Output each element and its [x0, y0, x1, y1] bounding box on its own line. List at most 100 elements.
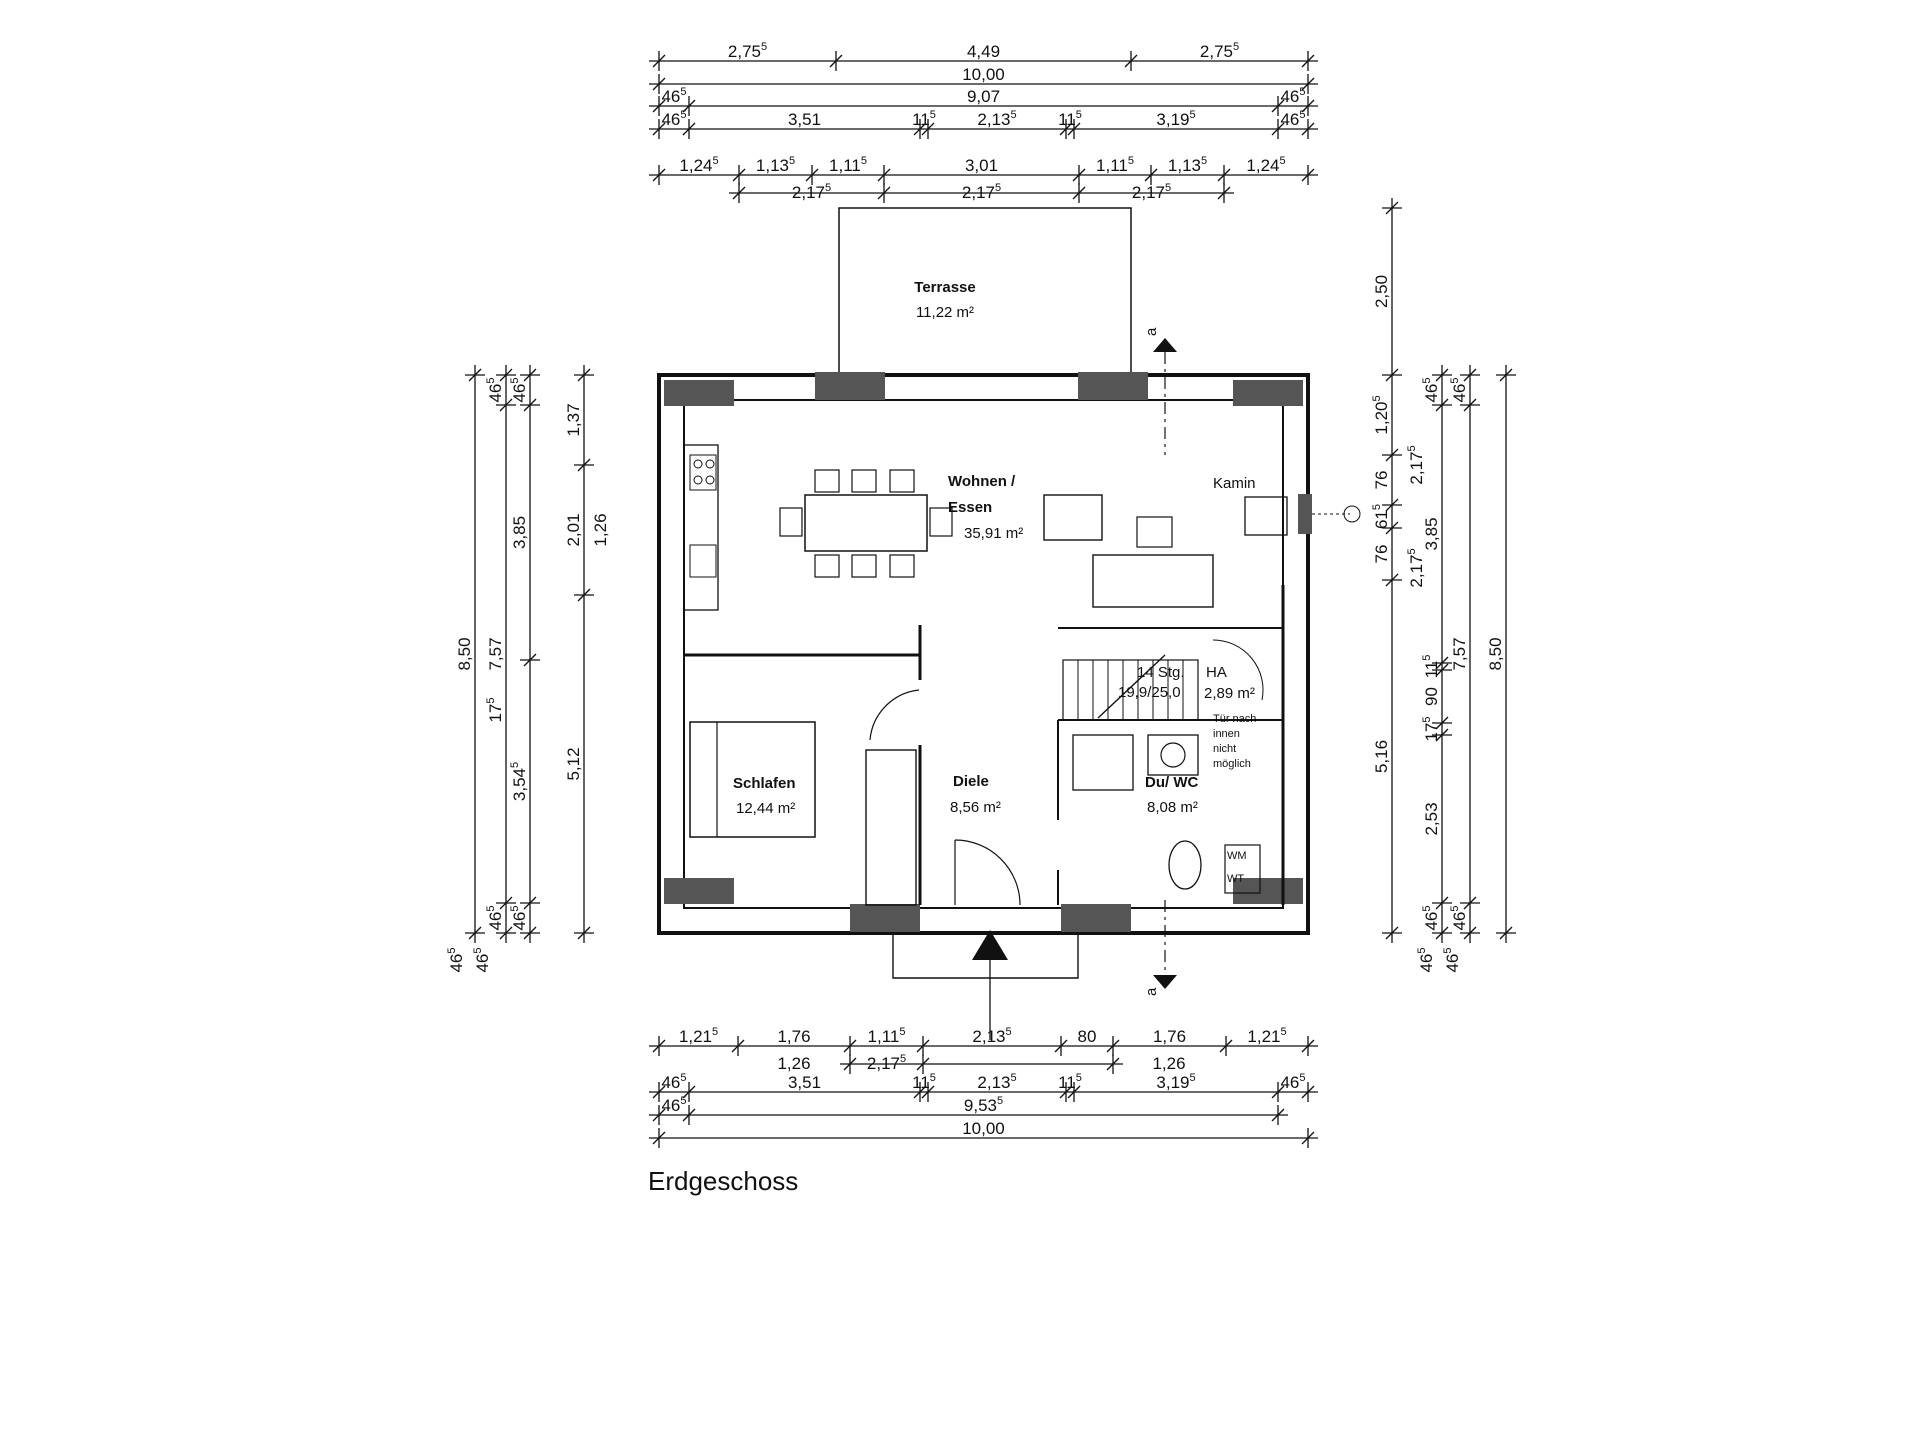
door-note-1: Tür nach — [1213, 713, 1256, 725]
dimension-tick-slash — [499, 368, 513, 382]
dimension-label: 115 — [1421, 655, 1441, 679]
dimension-tick-slash — [843, 1039, 857, 1053]
door-note-3: nicht — [1213, 743, 1236, 755]
dimension-label: 2,175 — [1406, 548, 1426, 587]
room-name-schlafen: Schlafen — [733, 775, 796, 792]
dimension-tick-slash — [1435, 716, 1449, 730]
dimension-tick-slash — [921, 1085, 935, 1099]
dimension-tick-slash — [843, 1057, 857, 1071]
burner — [705, 475, 715, 485]
dimension-tick-slash — [1217, 186, 1231, 200]
dimension-tick-slash — [1301, 1039, 1315, 1053]
dimension-tick-slash — [877, 186, 891, 200]
dimension-tick-slash — [523, 926, 537, 940]
outer-wall — [657, 373, 1310, 935]
dimension-lines — [465, 51, 1516, 1148]
burner — [705, 459, 715, 469]
dimension-label: 465 — [1280, 86, 1305, 106]
dimension-label: 76 — [1372, 471, 1391, 490]
dimension-label: 1,135 — [756, 155, 795, 175]
kitchen-counter — [683, 444, 719, 611]
dimension-tick-slash — [1385, 926, 1399, 940]
dining-chair — [889, 469, 915, 493]
room-area-terrasse: 11,22 m² — [916, 304, 974, 321]
dimension-label: 1,215 — [1247, 1026, 1286, 1046]
dimension-label: 1,115 — [868, 1026, 906, 1046]
dimension-tick-slash — [499, 398, 513, 412]
dimension-tick-slash — [652, 77, 666, 91]
floor-title: Erdgeschoss — [648, 1166, 798, 1196]
dimension-tick-slash — [682, 122, 696, 136]
dimension-label: 115 — [912, 1072, 936, 1092]
dimension-label: 2,175 — [1406, 445, 1426, 484]
room-name-wohnen-1: Wohnen / — [948, 473, 1016, 490]
dimension-tick-slash — [468, 926, 482, 940]
dimension-label: 465 — [661, 1072, 686, 1092]
dimension-label: 2,135 — [977, 109, 1016, 129]
dimension-tick-slash — [577, 588, 591, 602]
dimension-label: 2,175 — [867, 1053, 906, 1073]
dimension-tick-slash — [1463, 368, 1477, 382]
toilet — [1168, 840, 1202, 890]
dimension-label: 2,50 — [1372, 275, 1391, 308]
dimension-tick-slash — [652, 1085, 666, 1099]
entrance-arrow-icon — [972, 930, 1008, 960]
dimension-tick-slash — [1499, 926, 1513, 940]
dimension-label: 1,115 — [1096, 155, 1134, 175]
wt-label: WT — [1227, 873, 1244, 885]
dimension-tick-slash — [1435, 896, 1449, 910]
dimension-tick-slash — [731, 1039, 745, 1053]
section-mark-bottom: a — [1143, 987, 1160, 996]
dimension-label: 10,00 — [962, 65, 1005, 84]
dimension-tick-slash — [1271, 1108, 1285, 1122]
stair-flight — [1062, 659, 1199, 721]
dimension-tick-slash — [1385, 448, 1399, 462]
dimension-label: 7,57 — [1450, 637, 1469, 670]
dimension-label: 615 — [1371, 504, 1391, 529]
dimension-label: 5,12 — [564, 747, 583, 780]
dining-chair — [814, 469, 840, 493]
dimension-tick-slash — [1271, 1085, 1285, 1099]
section-arrow-bottom-icon — [1153, 975, 1177, 989]
corner-block — [664, 380, 734, 406]
dimension-tick-slash — [877, 168, 891, 182]
dimension-label: 7,57 — [486, 637, 505, 670]
burner — [693, 459, 703, 469]
dimension-label: 465 — [1280, 109, 1305, 129]
dimension-tick-slash — [1301, 1131, 1315, 1145]
dimension-tick-slash — [1499, 368, 1513, 382]
dimension-label: 8,50 — [455, 637, 474, 670]
terrace-outline — [838, 207, 1132, 375]
dimension-tick-slash — [1435, 656, 1449, 670]
door-entry — [954, 839, 1021, 906]
door-note-2: innen — [1213, 728, 1240, 740]
dimension-label: 465 — [1280, 1072, 1305, 1092]
dimension-label: 3,85 — [1422, 517, 1441, 550]
dimension-label: 3,195 — [1156, 1072, 1195, 1092]
dimension-tick-slash — [1067, 1085, 1081, 1099]
dimension-label: 3,85 — [510, 516, 529, 549]
dimension-tick-slash — [1301, 99, 1315, 113]
dimension-tick-slash — [1385, 201, 1399, 215]
corner-block — [664, 878, 734, 904]
dimension-label: 465 — [661, 109, 686, 129]
dimension-label: 1,76 — [777, 1027, 810, 1046]
stair-count: 14 Stg. — [1137, 664, 1185, 681]
dimension-label: 465 — [509, 377, 529, 402]
dimension-label: 465 — [1421, 377, 1441, 402]
dimension-tick-slash — [1385, 521, 1399, 535]
dimension-label: 90 — [1422, 687, 1441, 706]
room-area-duwc: 8,08 m² — [1147, 799, 1198, 816]
dimension-tick-slash — [1271, 99, 1285, 113]
dimension-label: 76 — [1372, 545, 1391, 564]
dimension-label: 465 — [1449, 905, 1469, 930]
dimension-tick-slash — [652, 99, 666, 113]
dimension-tick-slash — [652, 1108, 666, 1122]
dining-chair — [814, 554, 840, 578]
dimension-tick-slash — [652, 168, 666, 182]
ha-area: 2,89 m² — [1204, 685, 1255, 702]
dimension-tick-slash — [577, 926, 591, 940]
dimension-tick-slash — [1435, 368, 1449, 382]
dimension-label: 175 — [485, 697, 505, 722]
room-area-schlafen: 12,44 m² — [736, 800, 795, 817]
